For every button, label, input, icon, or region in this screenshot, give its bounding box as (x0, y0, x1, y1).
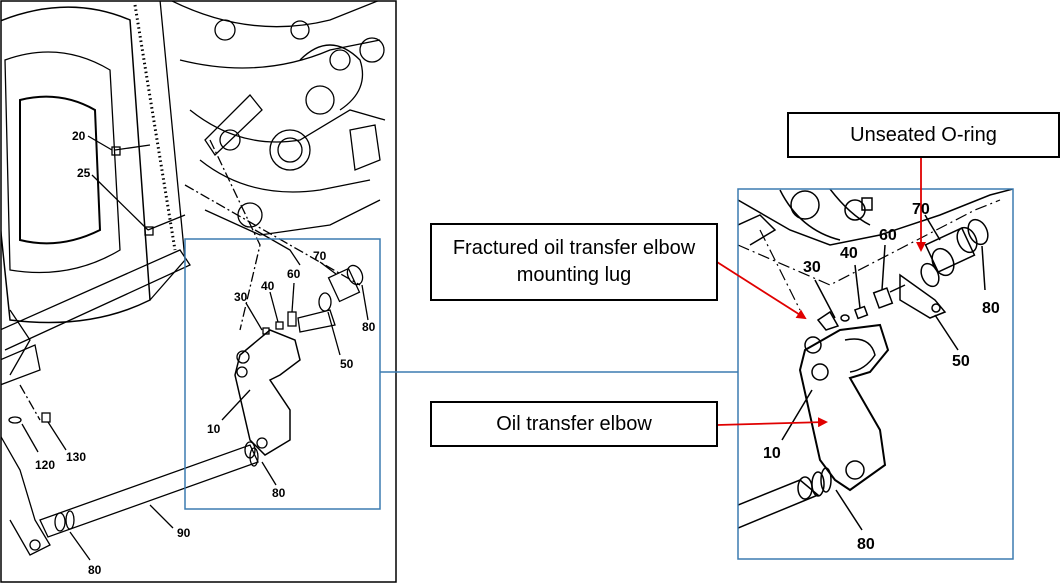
callout-fractured-lug-text: Fractured oil transfer elbow mounting lu… (452, 237, 696, 286)
right-label-80-top: 80 (982, 300, 1000, 317)
left-label-20: 20 (72, 129, 86, 143)
arrow-fractured-lug (716, 261, 807, 320)
right-label-30: 30 (803, 259, 821, 276)
left-elbow (234, 329, 301, 456)
right-label-40: 40 (840, 245, 858, 262)
callout-oil-transfer-elbow-text: Oil transfer elbow (496, 412, 652, 435)
left-label-60: 60 (287, 267, 301, 281)
right-label-80-bottom: 80 (857, 536, 875, 553)
left-label-80-mid: 80 (272, 486, 286, 500)
left-label-50: 50 (340, 357, 354, 371)
right-magnified-view (737, 188, 1014, 560)
left-label-130: 130 (66, 450, 86, 464)
left-label-25: 25 (77, 166, 91, 180)
left-inset-frame (184, 238, 381, 510)
left-panel-frame (0, 0, 397, 583)
left-exploded-view (0, 0, 397, 583)
left-label-80-bottom: 80 (88, 563, 102, 577)
arrow-oil-transfer-elbow (716, 417, 828, 428)
callout-fractured-lug: Fractured oil transfer elbow mounting lu… (430, 223, 718, 301)
left-label-40: 40 (261, 279, 275, 293)
callout-unseated-oring: Unseated O-ring (787, 112, 1060, 158)
left-label-120: 120 (35, 458, 55, 472)
right-oil-transfer-elbow (798, 323, 890, 492)
left-label-70: 70 (313, 249, 327, 263)
left-label-80-top: 80 (362, 320, 376, 334)
right-label-70: 70 (912, 201, 930, 218)
left-label-90: 90 (177, 526, 191, 540)
right-label-10: 10 (763, 445, 781, 462)
right-label-60: 60 (879, 227, 897, 244)
left-label-30: 30 (234, 290, 248, 304)
callout-oil-transfer-elbow: Oil transfer elbow (430, 401, 718, 447)
left-label-10: 10 (207, 422, 221, 436)
right-inset-frame (737, 188, 1014, 560)
callout-unseated-oring-text: Unseated O-ring (850, 123, 997, 146)
right-label-50: 50 (952, 353, 970, 370)
